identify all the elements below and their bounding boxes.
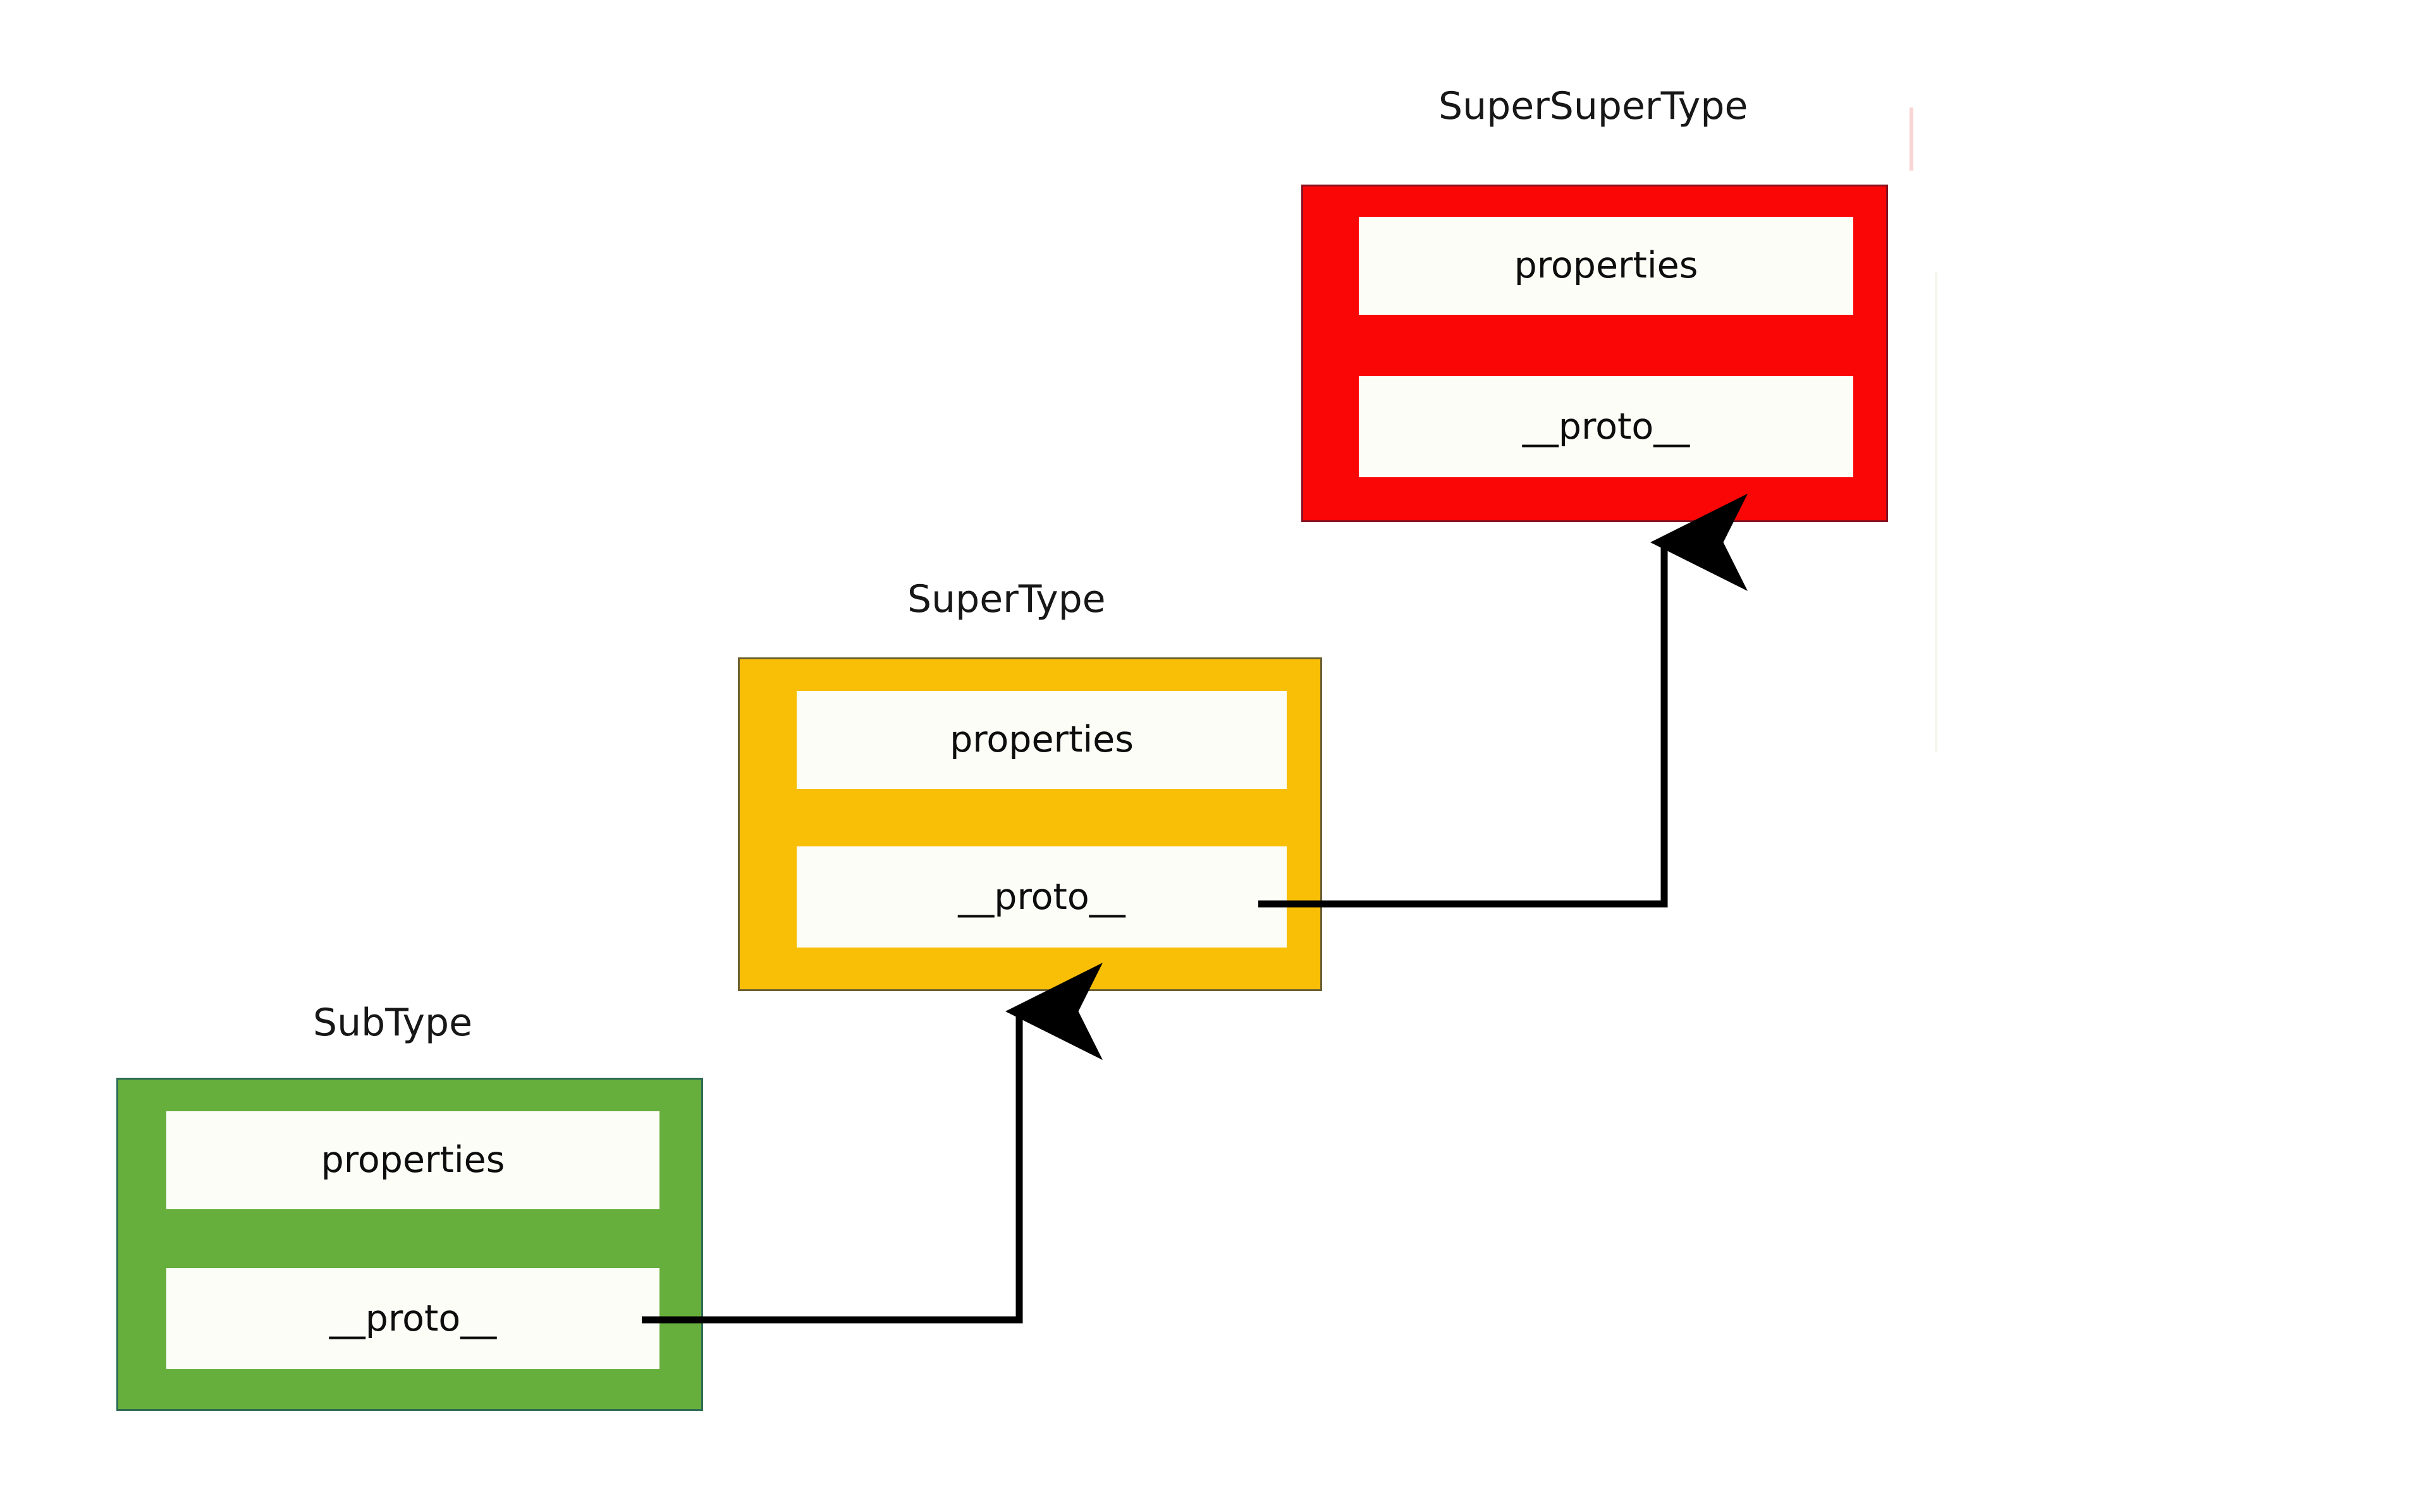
box-title-subtype: SubType (313, 1001, 473, 1045)
slot-label: properties (950, 719, 1134, 760)
slot-label: __proto__ (958, 875, 1125, 918)
slot-properties-subtype[interactable]: properties (166, 1111, 659, 1209)
type-box-subtype[interactable]: properties __proto__ (116, 1078, 703, 1411)
scan-smudge (1935, 272, 1937, 752)
slot-label: __proto__ (329, 1297, 497, 1339)
box-title-supersupertype: SuperSuperType (1438, 84, 1748, 128)
box-title-supertype: SuperType (907, 577, 1106, 621)
type-box-supertype[interactable]: properties __proto__ (738, 657, 1322, 991)
slot-proto-supertype[interactable]: __proto__ (797, 846, 1287, 948)
slot-label: properties (1514, 245, 1698, 286)
slot-properties-supertype[interactable]: properties (797, 691, 1287, 789)
slot-label: __proto__ (1522, 405, 1690, 448)
slot-proto-supersupertype[interactable]: __proto__ (1359, 376, 1853, 477)
type-box-supersupertype[interactable]: properties __proto__ (1301, 185, 1888, 522)
scan-smudge (1910, 107, 1913, 171)
slot-proto-subtype[interactable]: __proto__ (166, 1268, 659, 1369)
slot-properties-supersupertype[interactable]: properties (1359, 217, 1853, 315)
slot-label: properties (321, 1139, 505, 1181)
